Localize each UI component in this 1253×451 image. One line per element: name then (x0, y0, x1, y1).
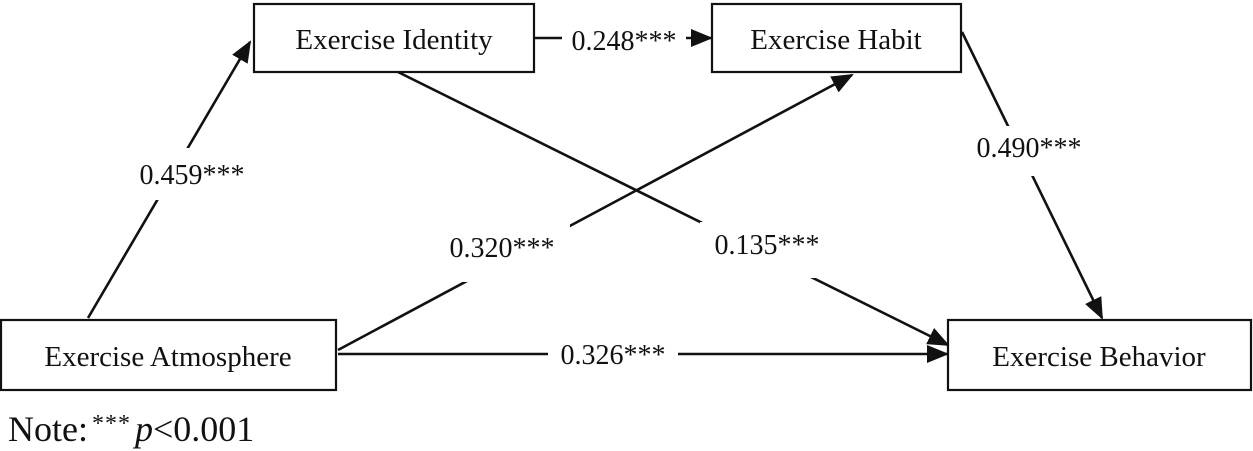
node-exercise-habit: Exercise Habit (710, 2, 963, 74)
node-label: Exercise Atmosphere (44, 341, 291, 373)
edge-label-text: 0.320*** (450, 233, 555, 264)
note-p-symbol: p (134, 409, 153, 449)
edge-label-atmosphere-behavior: 0.326*** (548, 338, 678, 371)
node-exercise-identity: Exercise Identity (252, 2, 536, 74)
edge-label-atmosphere-habit: 0.320*** (436, 224, 570, 282)
edge-label-identity-behavior: 0.135*** (700, 222, 832, 278)
edge-label-atmosphere-identity: 0.459*** (125, 148, 260, 200)
edge-label-habit-behavior: 0.490*** (962, 126, 1094, 176)
node-label: Exercise Behavior (992, 341, 1206, 373)
note-threshold: <0.001 (152, 409, 255, 449)
edge-label-identity-habit: 0.248*** (562, 22, 686, 57)
edge-label-text: 0.248*** (572, 26, 677, 57)
edge-label-text: 0.459*** (140, 160, 245, 191)
edge-label-text: 0.326*** (561, 340, 666, 371)
edge-label-text: 0.135*** (715, 230, 820, 261)
nodes: Exercise Atmosphere Exercise Identity Ex… (0, 2, 1253, 392)
note-prefix: Note: (8, 409, 88, 449)
edge-labels: 0.459*** 0.248*** 0.490*** 0.320*** 0.13… (125, 22, 1094, 371)
note-stars: *** (91, 411, 131, 437)
node-exercise-atmosphere: Exercise Atmosphere (0, 318, 338, 392)
significance-note: Note:***p<0.001 (8, 402, 254, 451)
edge-atmosphere-habit-line (337, 73, 854, 352)
node-label: Exercise Habit (750, 24, 922, 56)
node-label: Exercise Identity (295, 24, 493, 56)
edge-identity-behavior-line (397, 70, 950, 347)
edge-label-text: 0.490*** (977, 133, 1082, 164)
node-exercise-behavior: Exercise Behavior (946, 318, 1253, 392)
